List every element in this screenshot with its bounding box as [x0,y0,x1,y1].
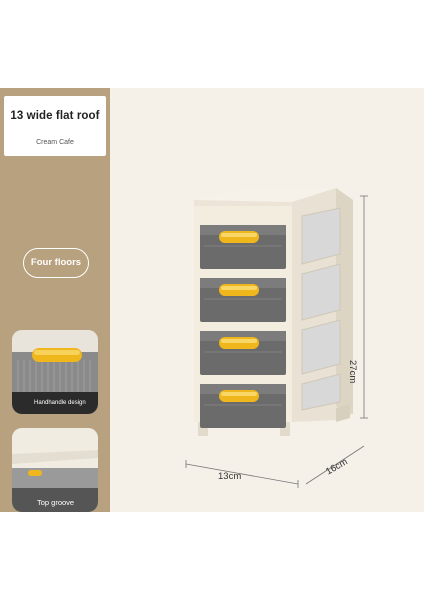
storage-guide-item: Office Supplies/Cosmetics [17,568,93,575]
top-groove-image [12,428,98,512]
drawer-unit-illustration [185,188,368,488]
storage-guide-item: Pen/notebook [17,554,58,561]
handle-detail-thumbnail: Handhandle design [12,330,98,414]
product-subtitle: Cream Cafe [36,139,74,146]
height-dimension: 27cm [347,360,358,384]
floors-badge: Four floors [23,248,89,278]
drawer-fronts [200,225,286,428]
title-card: 13 wide flat roof Cream Cafe [4,96,106,156]
sidebar: 13 wide flat roof Cream Cafe Four floors [0,88,110,575]
top-groove-caption: Top groove [37,498,75,507]
storage-guide-title: Storage Guide [22,530,87,541]
product-title: 13 wide flat roof [10,110,100,122]
width-dimension: 13cm [218,471,242,482]
top-groove-thumbnail: Top groove [12,428,98,512]
product-panel: 13 wide flat roof Cream Cafe Four floors [0,88,424,575]
handle-detail-caption: Handhandle design [12,392,98,414]
